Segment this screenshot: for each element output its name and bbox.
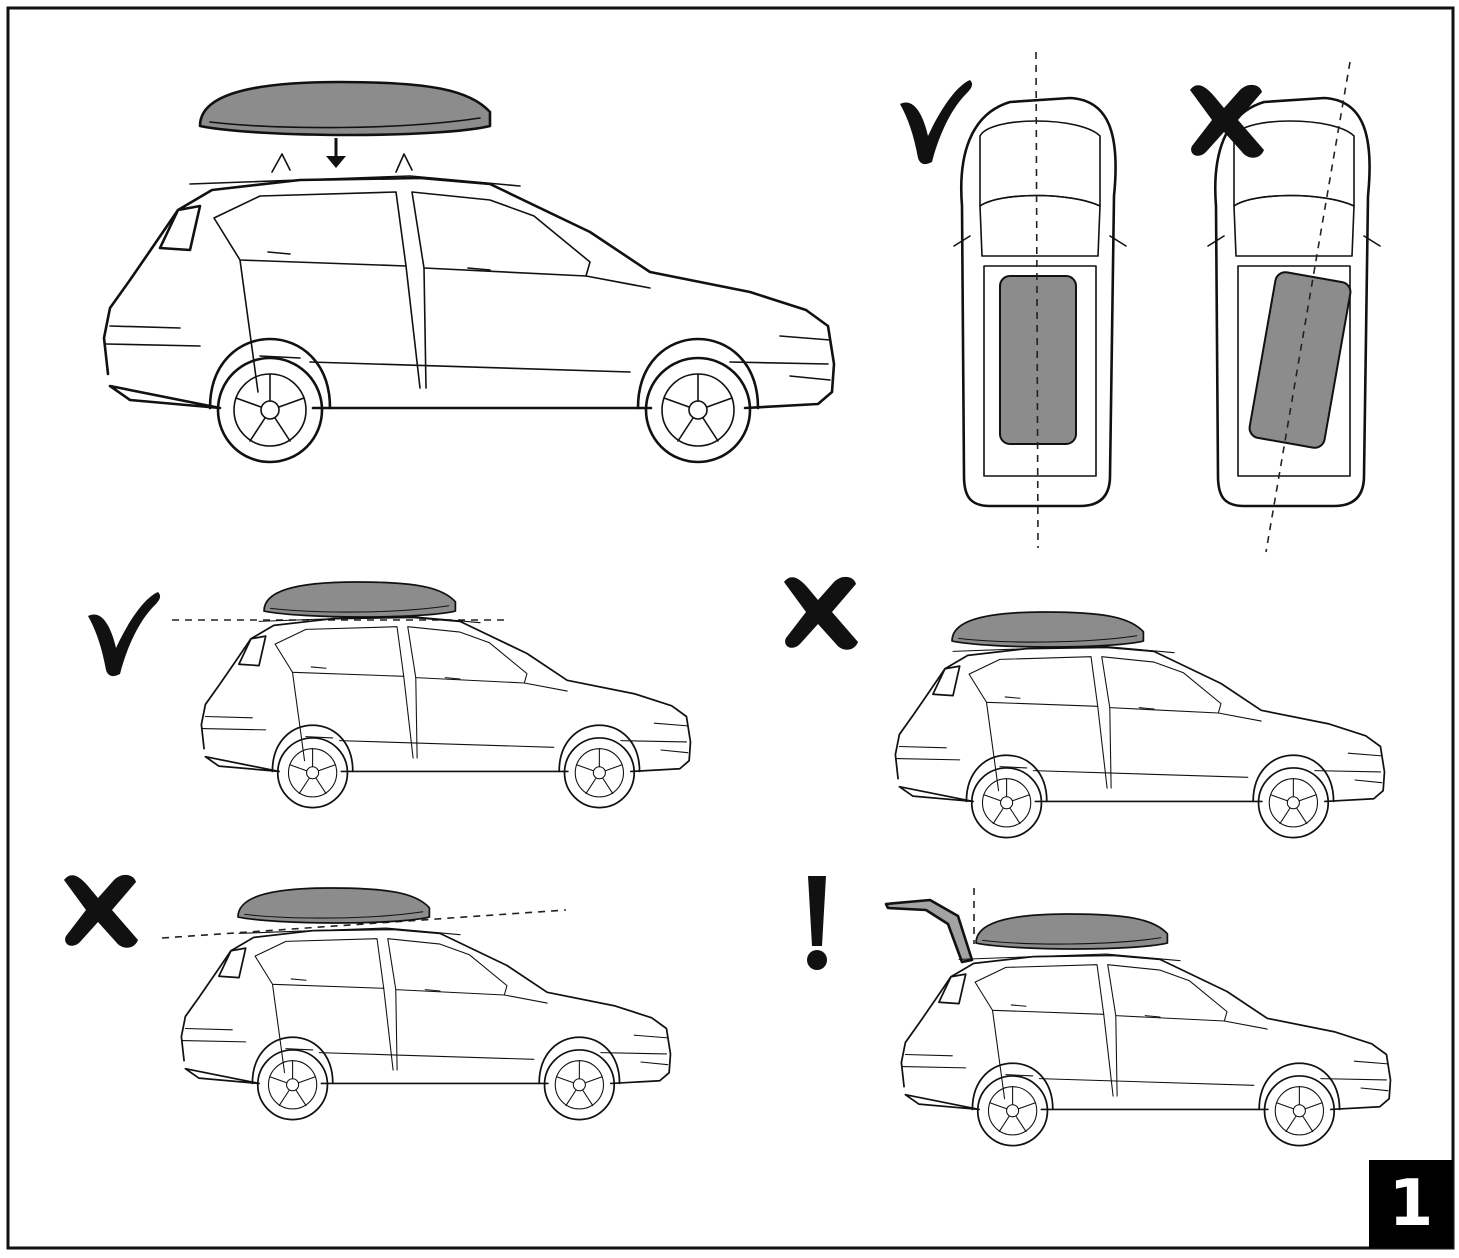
roof-bar-feet — [271, 153, 413, 173]
step-number-badge: 1 — [1369, 1160, 1453, 1248]
cross-icon — [784, 576, 858, 650]
car-side — [200, 615, 692, 809]
panel-top-view-skewed — [1190, 61, 1382, 553]
roof-box — [263, 581, 457, 618]
panel-side-level — [88, 581, 692, 809]
car-side — [894, 645, 1386, 839]
exclamation-icon — [807, 876, 827, 970]
center-line — [1035, 51, 1039, 549]
cross-icon — [1190, 84, 1264, 158]
cross-icon — [64, 874, 138, 948]
check-icon — [900, 80, 973, 165]
car-side — [180, 927, 672, 1121]
panel-install-side — [102, 80, 836, 464]
center-line — [1265, 61, 1351, 553]
sheet-frame — [6, 6, 1455, 1250]
panel-side-tilted — [64, 874, 672, 1121]
panel-side-tailgate-clearance — [807, 876, 1392, 1147]
panel-top-view-centered — [900, 51, 1128, 549]
down-arrow-icon — [326, 138, 346, 168]
open-tailgate — [884, 898, 974, 964]
car-side — [900, 953, 1392, 1147]
car-side — [102, 174, 836, 464]
roof-box-top-skewed — [1248, 271, 1352, 449]
roof-box — [975, 913, 1169, 950]
tilt-line — [161, 909, 567, 939]
roof-box — [237, 887, 431, 924]
roof-box — [951, 611, 1145, 648]
roof-box — [198, 80, 492, 137]
check-icon — [88, 592, 161, 677]
panel-side-too-far-forward — [784, 576, 1386, 839]
